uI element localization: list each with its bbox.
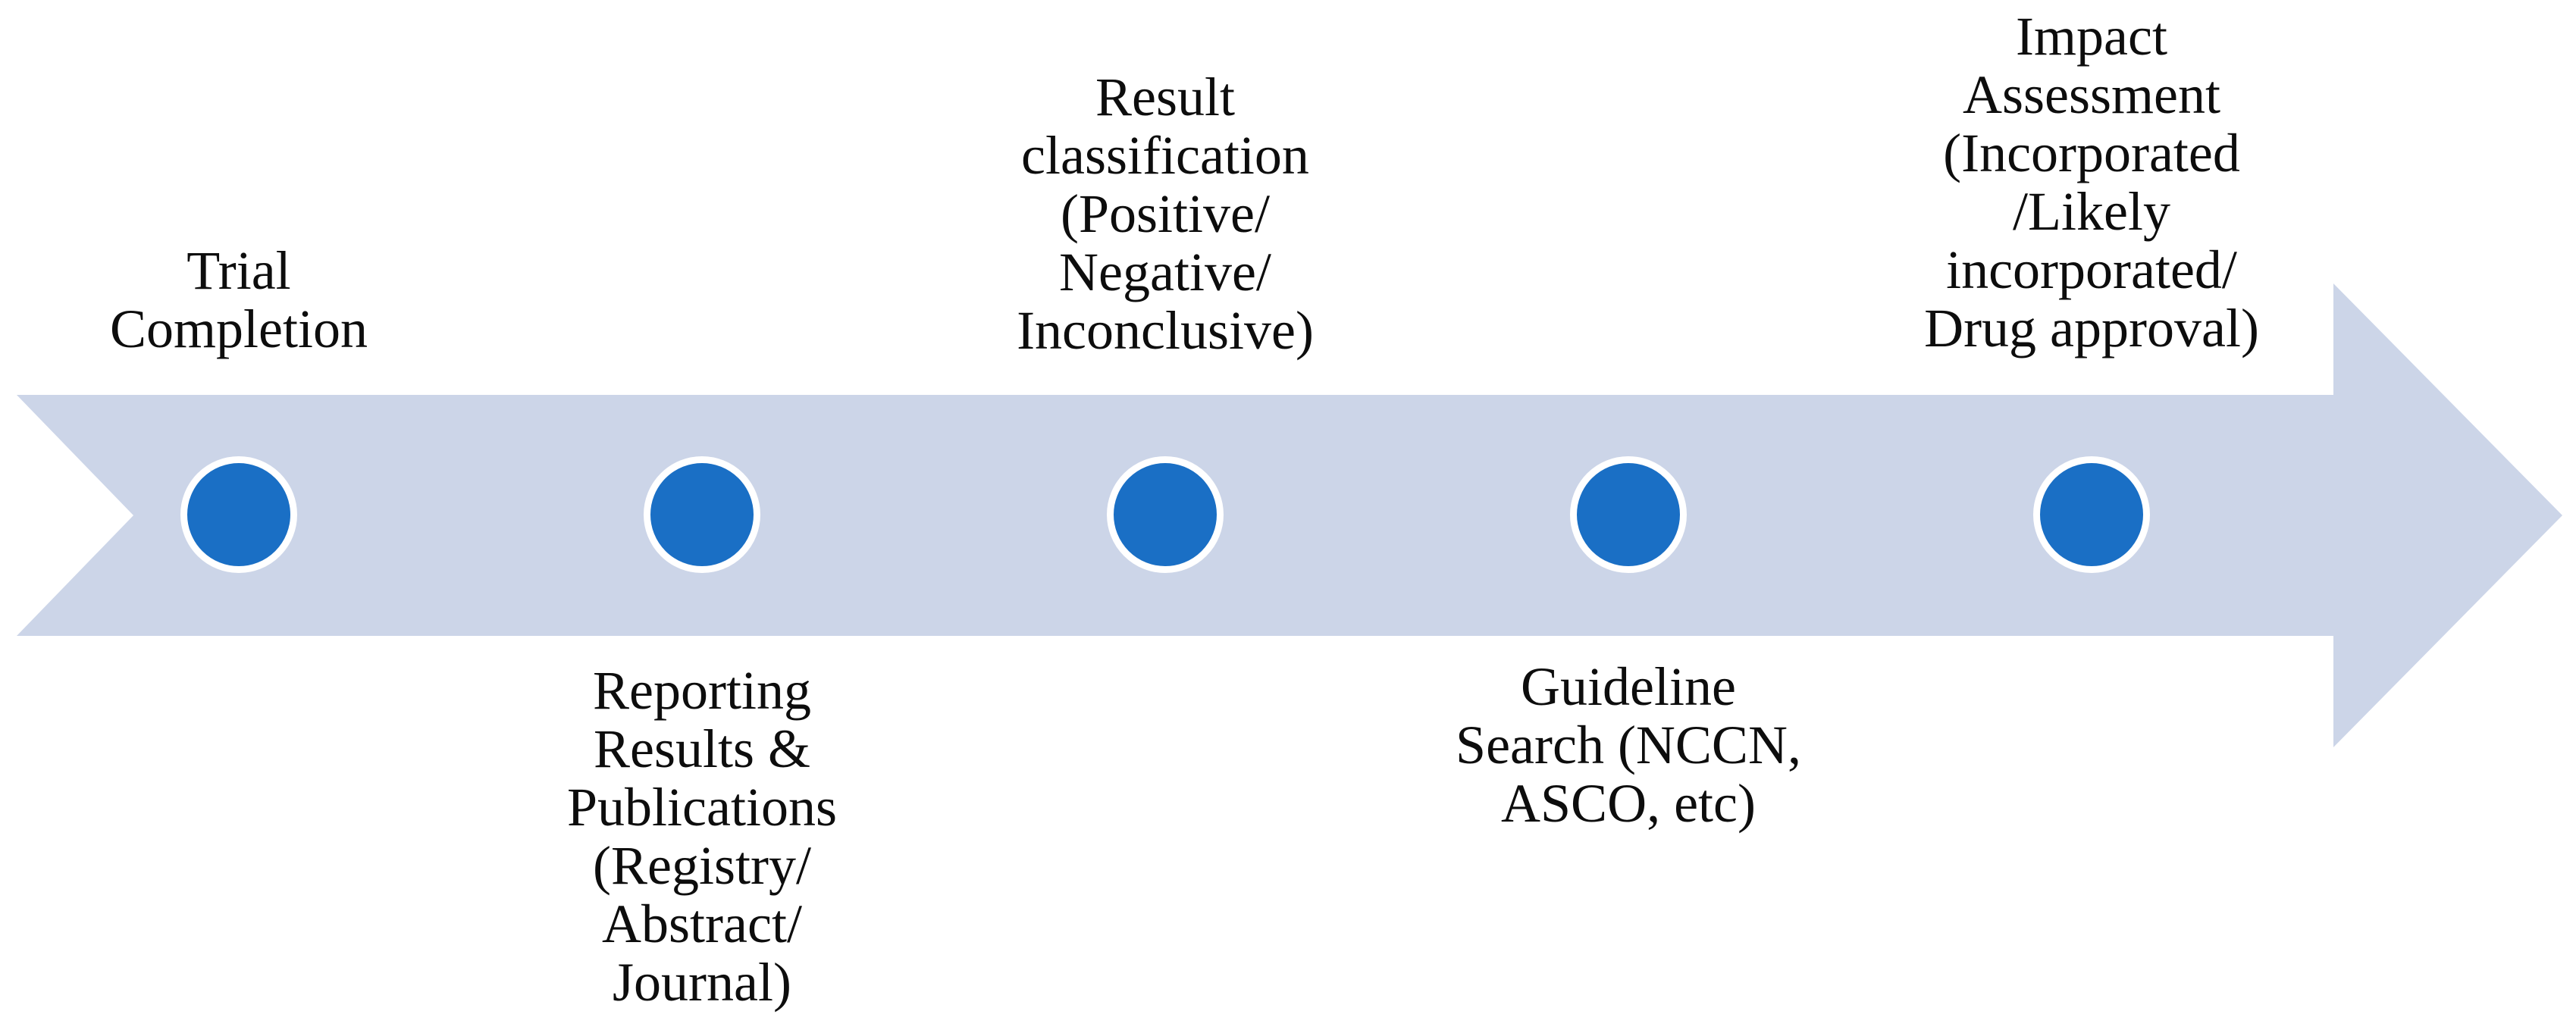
stage-marker-reporting-results (644, 456, 760, 573)
stage-label-result-classification: Result classification (Positive/ Negativ… (1017, 67, 1314, 361)
stage-marker-impact-assessment (2033, 456, 2150, 573)
stage-label-guideline-search: Guideline Search (NCCN, ASCO, etc) (1456, 656, 1801, 834)
stage-label-reporting-results: Reporting Results & Publications (Regist… (567, 660, 837, 1013)
stage-marker-trial-completion (180, 456, 297, 573)
stage-marker-guideline-search (1570, 456, 1687, 573)
arrow-shape-icon (17, 283, 2562, 747)
stage-label-impact-assessment: Impact Assessment (Incorporated /Likely … (1924, 6, 2259, 358)
stage-label-trial-completion: Trial Completion (110, 240, 368, 359)
stage-marker-result-classification (1107, 456, 1224, 573)
